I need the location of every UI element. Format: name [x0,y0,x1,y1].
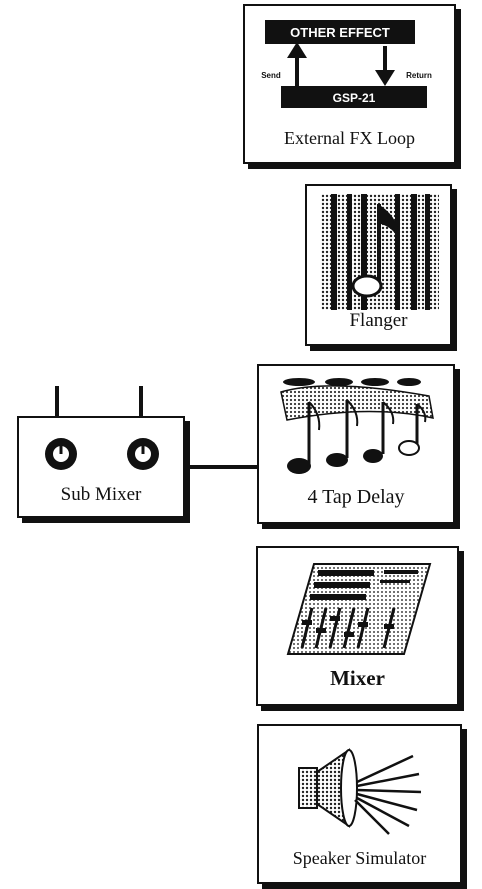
speaker-art [293,738,429,838]
four-tap-delay-art [269,374,445,486]
fx-loop-diagram: OTHER EFFECT Send Return GSP-21 [257,18,443,118]
send-label: Send [261,71,281,80]
sub-mixer-to-delay-connector [185,465,257,469]
external-fx-loop-label: External FX Loop [245,128,454,149]
gsp-21-label: GSP-21 [333,91,376,105]
external-fx-loop-module[interactable]: OTHER EFFECT Send Return GSP-21 External… [243,4,456,164]
mixer-module[interactable]: Mixer [256,546,459,706]
sub-mixer-input-right [139,386,143,416]
left-knob-icon [45,438,77,470]
sub-mixer-input-left [55,386,59,416]
right-knob-icon [127,438,159,470]
flanger-label: Flanger [307,310,450,332]
four-tap-delay-module[interactable]: 4 Tap Delay [257,364,455,524]
flanger-art [321,194,439,310]
sub-mixer-label: Sub Mixer [19,484,183,506]
flanger-module[interactable]: Flanger [305,184,452,346]
return-label: Return [406,71,432,80]
mixer-label: Mixer [258,666,457,691]
sub-mixer-module[interactable]: Sub Mixer [17,416,185,518]
four-tap-delay-label: 4 Tap Delay [259,486,453,509]
other-effect-label: OTHER EFFECT [290,25,390,40]
sub-mixer-knobs [31,428,175,480]
speaker-simulator-label: Speaker Simulator [259,848,460,869]
speaker-simulator-module[interactable]: Speaker Simulator [257,724,462,884]
mixer-art [284,558,434,662]
